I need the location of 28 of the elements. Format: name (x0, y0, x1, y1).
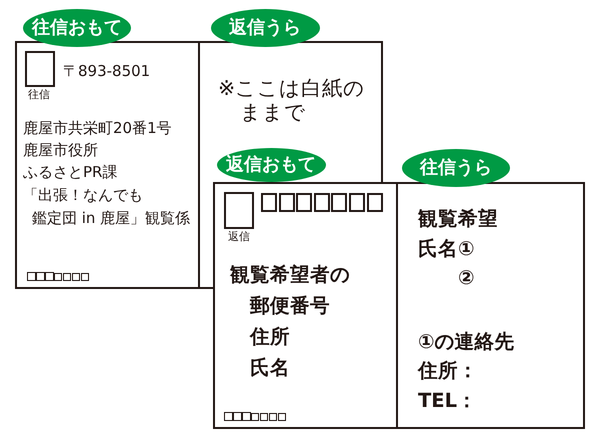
heading-text: 観覧希望者の (230, 262, 350, 286)
field-label: TEL： (418, 388, 478, 412)
stamp-caption: 往信 (28, 88, 50, 102)
postcard-panel (398, 182, 585, 429)
section-label: 往信うら (402, 149, 510, 187)
address-line: ふるさとPR課 (23, 162, 118, 182)
field-label: 氏名 (250, 354, 290, 380)
postal-code-text: 〒893-8501 (63, 61, 150, 81)
stamp-box (25, 51, 55, 87)
field-label: 郵便番号 (250, 292, 330, 318)
note-text: ※ここは白紙のままで (218, 76, 366, 124)
section-label: 往信おもて (23, 9, 131, 47)
section-label: 返信うら (210, 9, 320, 47)
postcard-panel (200, 41, 383, 182)
section-label: 返信おもて (216, 148, 326, 182)
field-label: 氏名① (418, 236, 475, 260)
stamp-caption: 返信 (228, 230, 250, 244)
heading-text: 観覧希望 (418, 206, 498, 230)
field-label: ② (458, 264, 475, 290)
address-line: 鹿屋市役所 (23, 140, 98, 160)
heading-text: ①の連絡先 (418, 328, 515, 354)
stamp-box (224, 192, 254, 229)
postcard-panel (213, 182, 398, 429)
address-line: 「出張！なんでも鑑定団 in 鹿屋」観覧係 (23, 184, 190, 228)
field-label: 住所 (250, 324, 290, 348)
postcard-panel (15, 41, 200, 289)
address-line: 鹿屋市共栄町20番1号 (23, 118, 172, 138)
field-label: 住所： (418, 358, 478, 382)
